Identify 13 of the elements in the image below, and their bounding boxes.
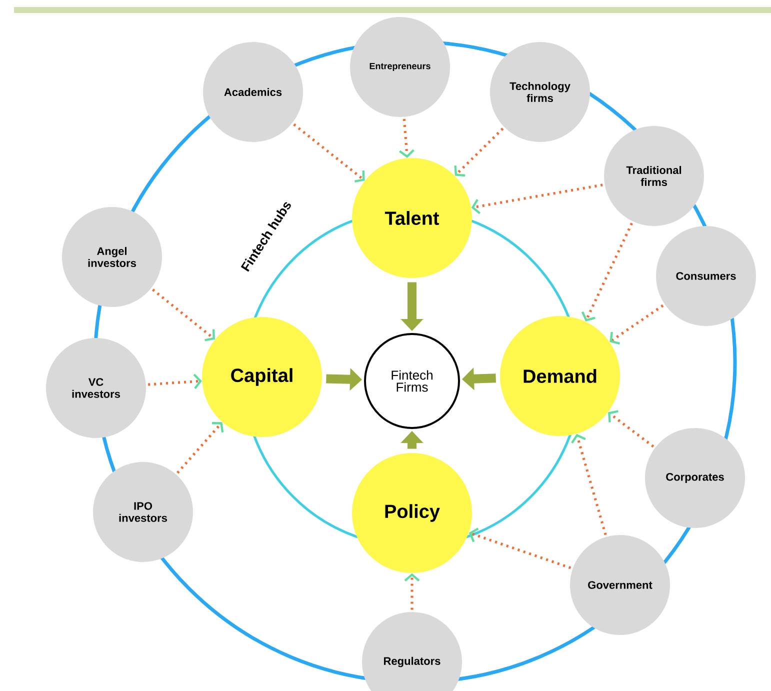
arrow (608, 410, 654, 448)
arrow (293, 123, 365, 183)
arrow (581, 222, 633, 322)
arrow (148, 374, 202, 390)
arrow (176, 422, 224, 474)
arrow (610, 304, 664, 345)
arrow (571, 434, 607, 536)
arrow (471, 184, 603, 214)
arrow (404, 573, 420, 610)
arrow (399, 118, 414, 158)
arrow (454, 128, 504, 177)
arrow (468, 528, 572, 570)
arrow (152, 288, 215, 342)
